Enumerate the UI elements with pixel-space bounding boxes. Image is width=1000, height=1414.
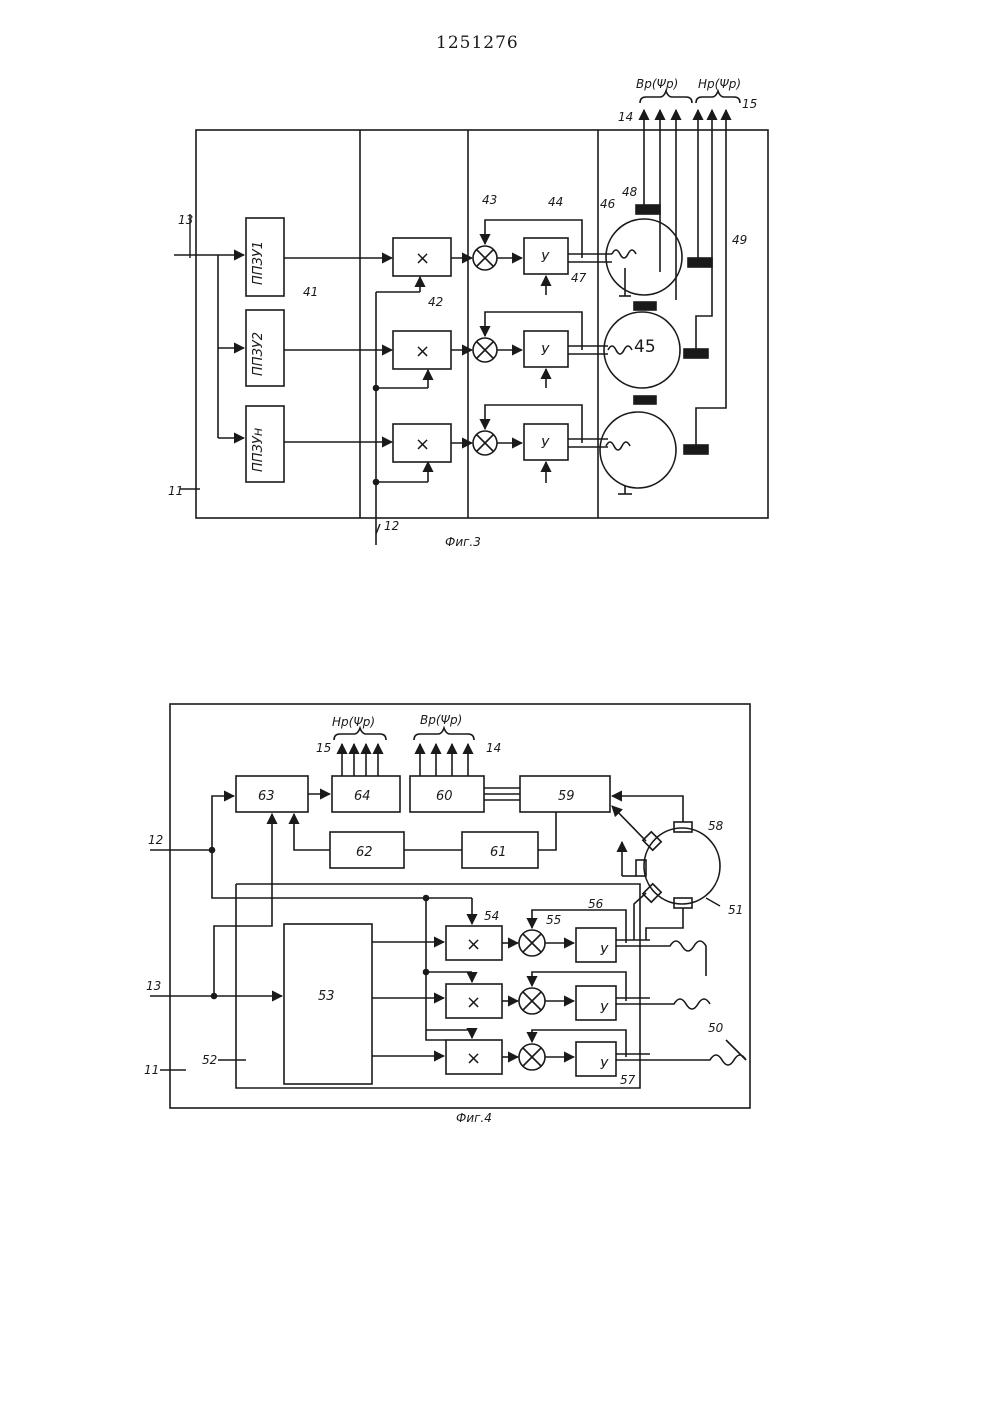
fig4-bus-label-b: Bp(Ψp) — [420, 713, 462, 727]
fig4-summing-junction-1 — [519, 930, 545, 956]
ref-15: 15 — [742, 97, 757, 111]
ref-56: 56 — [588, 897, 604, 911]
fig3-summing-junction-1 — [473, 246, 497, 270]
fig4-amplifier-2 — [576, 986, 616, 1020]
sensor-pad — [634, 302, 656, 310]
multiply-icon: × — [415, 341, 430, 362]
ref-15: 15 — [316, 741, 331, 755]
fig3-motor-1 — [606, 219, 682, 295]
winding-icon — [612, 250, 636, 258]
amplifier-label: У — [541, 344, 550, 359]
block-64-label: 64 — [354, 789, 371, 804]
sensor-pad — [634, 396, 656, 404]
ref-48: 48 — [622, 185, 638, 199]
winding-icon — [650, 941, 706, 976]
winding-icon — [650, 999, 710, 1009]
ref-13: 13 — [178, 213, 193, 227]
rom-label-1: ППЗУ1 — [251, 241, 266, 285]
ref-55: 55 — [546, 913, 561, 927]
ref-43: 43 — [482, 193, 497, 207]
multiply-icon: × — [466, 992, 481, 1013]
fig3-summing-junction-3 — [473, 431, 497, 455]
ref-51: 51 — [728, 903, 743, 917]
ref-11: 11 — [168, 484, 183, 498]
sensor-58 — [674, 822, 692, 832]
ref-58: 58 — [708, 819, 724, 833]
motor-51 — [644, 828, 720, 904]
block-53-label: 53 — [318, 989, 335, 1004]
ref-44: 44 — [548, 195, 563, 209]
block-63-label: 63 — [258, 789, 275, 804]
fig4-summing-junction-2 — [519, 988, 545, 1014]
ref-14: 14 — [486, 741, 501, 755]
ref-12: 12 — [384, 519, 399, 533]
block-59-label: 59 — [558, 789, 575, 804]
fig3-frame — [196, 130, 768, 518]
multiply-icon: × — [415, 434, 430, 455]
amplifier-label: У — [541, 437, 550, 452]
ref-54: 54 — [484, 909, 499, 923]
sensor-pad — [684, 445, 708, 454]
sensor-48 — [636, 205, 660, 214]
winding-icon — [608, 346, 632, 354]
ref-46: 46 — [600, 197, 616, 211]
multiply-icon: × — [466, 1048, 481, 1069]
motor-number-label: 45 — [634, 337, 656, 357]
figure-3-labels: ППЗУ1 ППЗУ2 ППЗУн × × × У У У 45 Bp(Ψp) … — [168, 77, 757, 549]
rom-label-2: ППЗУ2 — [251, 332, 266, 376]
fig4-outer-frame — [170, 704, 750, 1108]
block-62-label: 62 — [356, 845, 373, 860]
ref-11: 11 — [144, 1063, 159, 1077]
amplifier-label: У — [600, 944, 609, 959]
sensor-pad — [684, 349, 708, 358]
ref-47: 47 — [571, 271, 587, 285]
fig3-bus-label-h: Hp(Ψp) — [698, 77, 741, 91]
ref-13: 13 — [146, 979, 161, 993]
block-53 — [284, 924, 372, 1084]
fig4-amplifier-3 — [576, 1042, 616, 1076]
sensor-49 — [688, 258, 712, 267]
amplifier-label: У — [600, 1002, 609, 1017]
fig3-caption: Фиг.3 — [445, 535, 481, 549]
fig3-leader-lines — [180, 214, 380, 534]
rom-label-n: ППЗУн — [251, 427, 266, 472]
ref-14: 14 — [618, 110, 633, 124]
figure-4 — [150, 704, 750, 1108]
winding-icon — [606, 442, 630, 450]
ref-42: 42 — [428, 295, 443, 309]
fig4-caption: Фиг.4 — [456, 1111, 492, 1125]
figure-3 — [174, 91, 768, 545]
ref-52: 52 — [202, 1053, 217, 1067]
fig4-leader-lines — [160, 898, 720, 1070]
fig4-amplifier-1 — [576, 928, 616, 962]
ref-57: 57 — [620, 1073, 636, 1087]
amplifier-label: У — [541, 251, 550, 266]
block-60-label: 60 — [436, 789, 453, 804]
fig4-bus-label-h: Hp(Ψp) — [332, 715, 375, 729]
multiply-icon: × — [466, 934, 481, 955]
ref-41: 41 — [303, 285, 318, 299]
amplifier-label: У — [600, 1058, 609, 1073]
fig3-summing-junction-2 — [473, 338, 497, 362]
ref-50: 50 — [708, 1021, 724, 1035]
multiply-icon: × — [415, 248, 430, 269]
figure-4-labels: 63 64 60 59 62 61 53 × × × У У У Hp(Ψp) … — [144, 713, 743, 1125]
fig3-bus-label-b: Bp(Ψp) — [636, 77, 678, 91]
ref-12: 12 — [148, 833, 163, 847]
fig4-summing-junction-3 — [519, 1044, 545, 1070]
fig3-motor-3 — [600, 412, 676, 488]
block-61-label: 61 — [490, 845, 507, 860]
winding-icon — [650, 1040, 746, 1065]
ref-49: 49 — [732, 233, 747, 247]
